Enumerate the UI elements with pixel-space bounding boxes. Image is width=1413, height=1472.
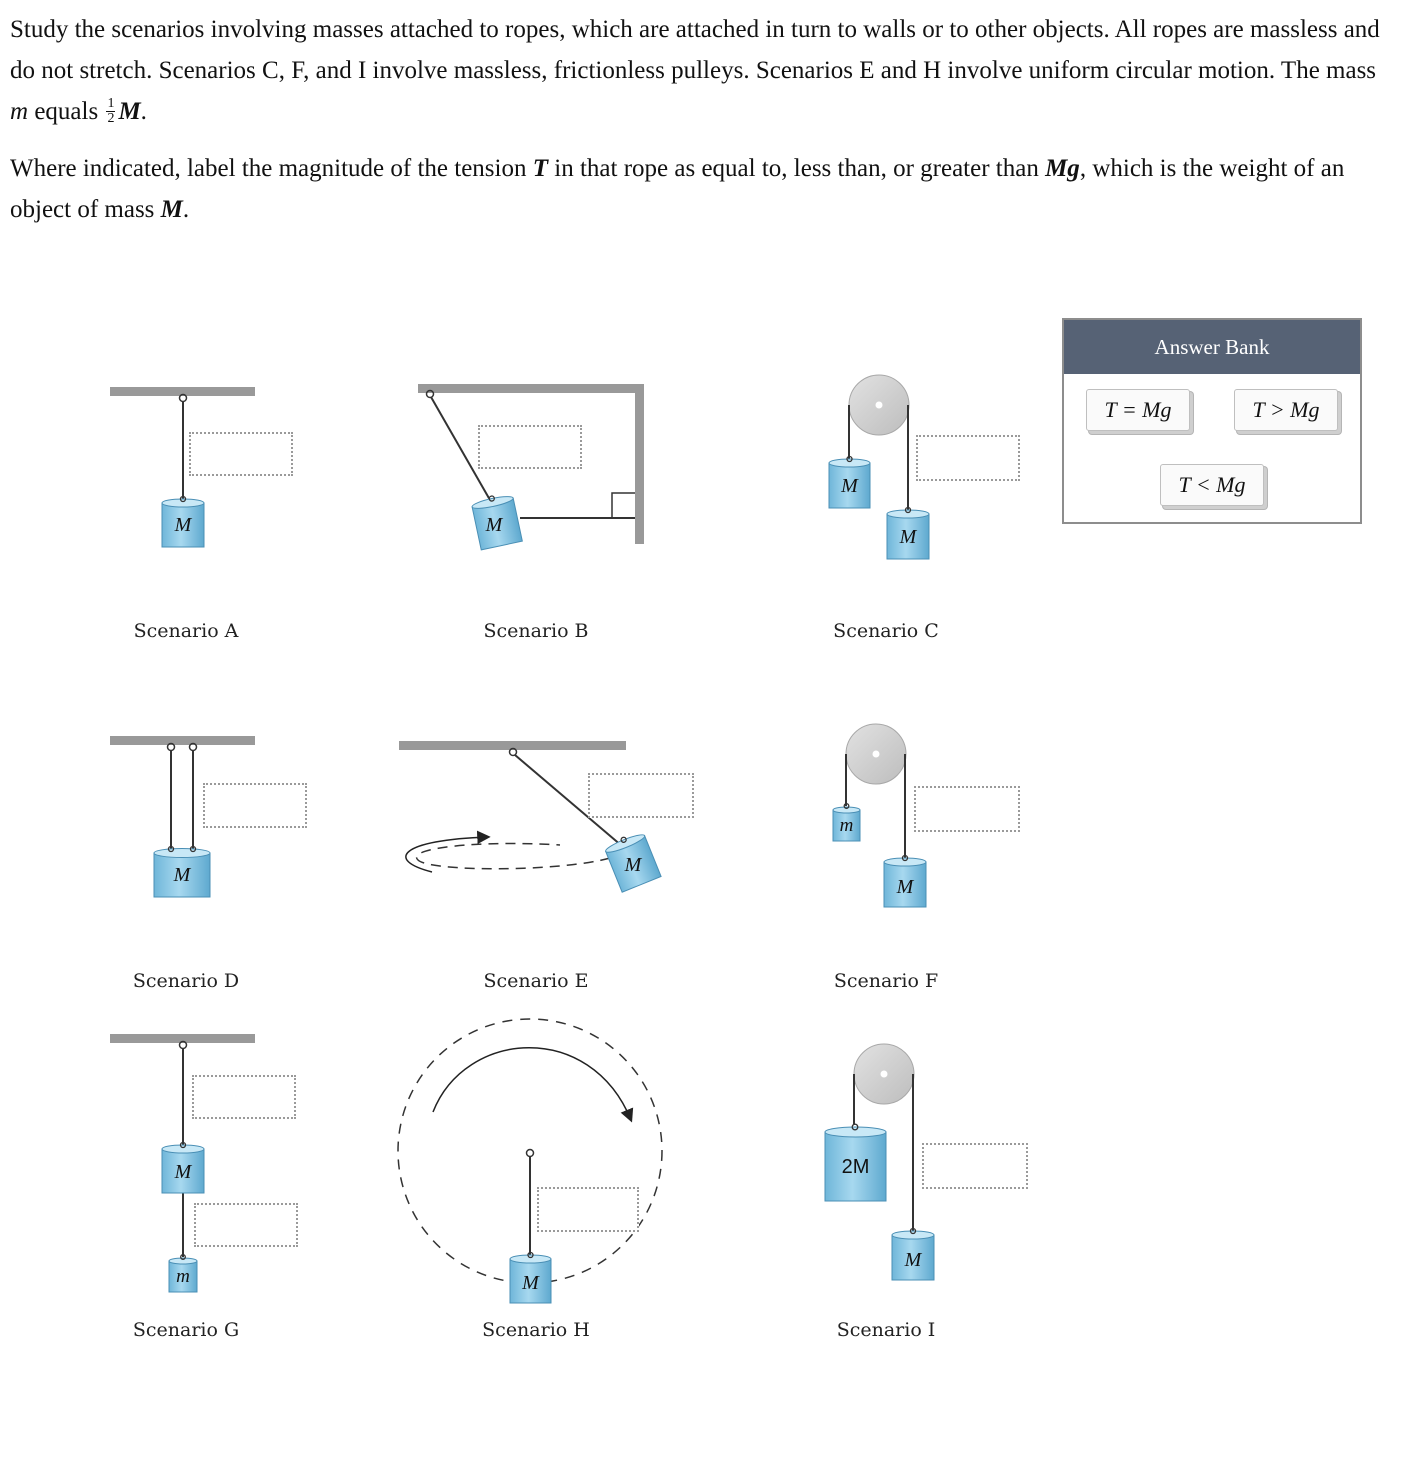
angled-rope (430, 396, 491, 501)
scenario-i-figure: 2M M (824, 1043, 935, 1281)
scenario-c-figure: M M (828, 374, 930, 560)
drop-target-scenario-g-upper[interactable] (192, 1075, 296, 1119)
mass-label: M (624, 854, 643, 876)
mass-block: M (161, 495, 205, 548)
drop-target-scenario-f[interactable] (914, 786, 1020, 832)
mass-label: m (176, 1266, 190, 1287)
motion-arrow (432, 1047, 634, 1123)
small-mass-block: m (832, 803, 861, 842)
instructions-paragraph-2: Where indicated, label the magnitude of … (10, 155, 1345, 223)
mass-label: M (904, 1249, 923, 1271)
drop-target-scenario-d[interactable] (203, 783, 307, 828)
answer-bank: Answer Bank T = Mg T > Mg T < Mg (1062, 318, 1362, 524)
mass-block (471, 495, 523, 551)
answer-chip-t-equals-mg[interactable]: T = Mg (1086, 389, 1190, 431)
scenario-g-label: Scenario G (132, 1319, 240, 1341)
drop-target-scenario-h[interactable] (537, 1187, 639, 1232)
ceiling (399, 741, 626, 750)
scenario-d-figure: M (110, 736, 255, 898)
scenario-c-label: Scenario C (833, 620, 939, 642)
ceiling (110, 736, 255, 745)
scenario-i-label: Scenario I (836, 1319, 936, 1341)
mass-label: 2M (842, 1156, 870, 1178)
mass-label: M (521, 1272, 540, 1294)
double-mass-block: 2M (824, 1123, 887, 1202)
circular-path-dashed (415, 842, 611, 870)
mass-block: M (153, 845, 211, 898)
scenario-a-figure: M (110, 387, 255, 548)
drop-target-scenario-g-lower[interactable] (194, 1203, 298, 1247)
drop-target-scenario-c[interactable] (916, 435, 1020, 481)
mass-label: M (896, 876, 915, 898)
mass-label: M (899, 526, 918, 548)
scenario-h-figure: M (397, 1018, 663, 1304)
mass-label: M (174, 514, 193, 536)
mass-label: M (840, 475, 859, 497)
scenario-g-figure: M m (110, 1034, 255, 1293)
mass-block: M (509, 1251, 552, 1304)
mass-block: M (891, 1227, 935, 1281)
scenario-e-figure: M (399, 741, 662, 893)
ceiling (110, 1034, 255, 1043)
ceiling (110, 387, 255, 396)
mass-label: m (840, 815, 854, 836)
wall (635, 384, 644, 544)
mass-block-right: M (886, 506, 930, 560)
scenario-f-label: Scenario F (833, 970, 939, 992)
instructions-paragraph-1: Study the scenarios involving masses att… (10, 16, 1380, 126)
drop-target-scenario-a[interactable] (189, 432, 293, 476)
scenario-b-label: Scenario B (483, 620, 589, 642)
drop-target-scenario-b[interactable] (478, 425, 582, 469)
mass-block-left: M (828, 455, 871, 509)
scenario-d-label: Scenario D (132, 970, 240, 992)
mass-label: M (485, 514, 504, 536)
answer-chip-t-less-mg[interactable]: T < Mg (1160, 464, 1264, 506)
scenario-b-figure: M (418, 384, 644, 551)
answer-chip-t-greater-mg[interactable]: T > Mg (1234, 389, 1338, 431)
scenario-f-figure: m M (832, 723, 927, 908)
drop-target-scenario-e[interactable] (588, 773, 694, 818)
mass-block (605, 834, 662, 893)
ceiling (418, 384, 644, 393)
mass-label: M (173, 864, 192, 886)
scenario-h-label: Scenario H (482, 1319, 590, 1341)
mass-block: M (883, 854, 927, 908)
motion-arrow (405, 830, 491, 873)
scenario-a-label: Scenario A (133, 620, 239, 642)
small-mass-block: m (168, 1254, 198, 1293)
scenario-e-label: Scenario E (483, 970, 589, 992)
drop-target-scenario-i[interactable] (922, 1143, 1028, 1189)
answer-bank-title: Answer Bank (1064, 320, 1360, 374)
mass-block: M (161, 1141, 205, 1194)
mass-label: M (174, 1161, 193, 1183)
